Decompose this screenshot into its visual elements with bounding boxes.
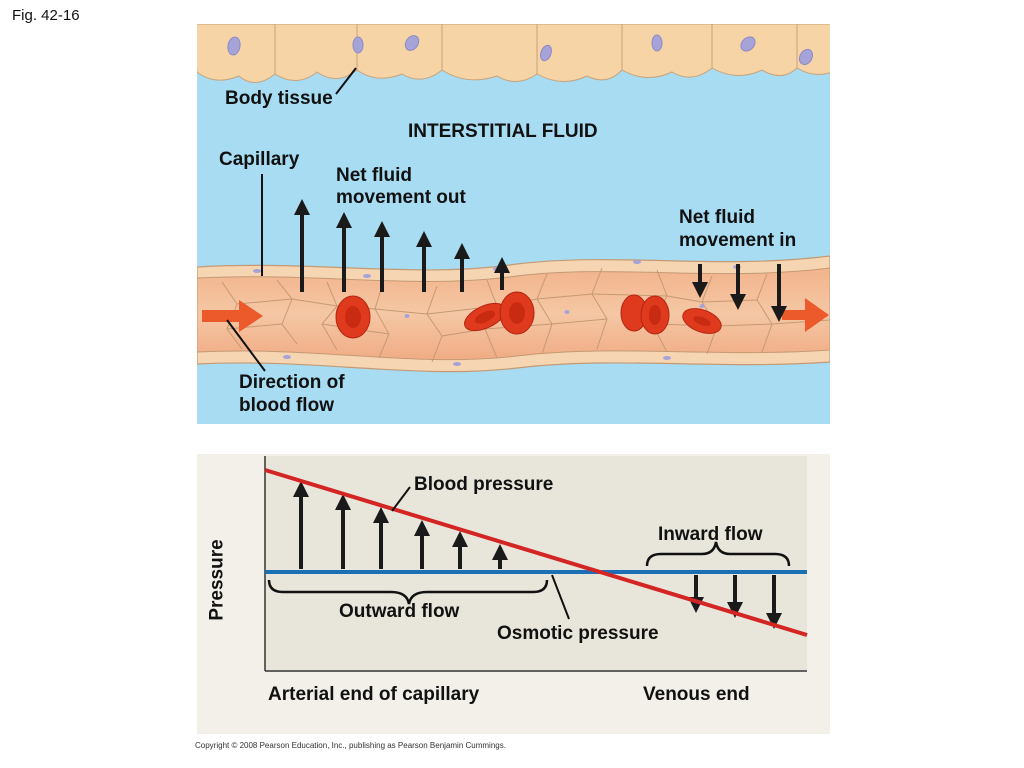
flow-direction-label-line2: blood flow [239, 395, 334, 416]
outward-flow-arrows [293, 481, 508, 569]
x-axis-right-label: Venous end [643, 684, 750, 705]
body-tissue-leader [335, 67, 357, 95]
osmotic-pressure-leader [551, 574, 570, 620]
inward-flow-label: Inward flow [658, 524, 763, 545]
outward-flow-brace [267, 579, 549, 605]
osmotic-pressure-label: Osmotic pressure [497, 623, 659, 644]
copyright-notice: Copyright © 2008 Pearson Education, Inc.… [195, 741, 506, 750]
outward-fluid-arrows [294, 199, 510, 292]
net-in-label-line2: movement in [679, 230, 797, 251]
blood-pressure-leader [391, 486, 411, 512]
body-tissue-label: Body tissue [225, 88, 333, 109]
flow-direction-leader [226, 319, 266, 372]
net-out-label-line1: Net fluid [336, 165, 412, 186]
plot-area [265, 456, 807, 671]
x-axis-left-label: Arterial end of capillary [268, 684, 480, 705]
pressure-graph: Pressure Blood pressure Inward flow Outw… [197, 454, 830, 734]
flow-direction-label-line1: Direction of [239, 372, 345, 393]
blood-pressure-label: Blood pressure [414, 474, 554, 495]
blood-flow-arrow-left [202, 300, 263, 332]
y-axis-label: Pressure [206, 539, 228, 621]
red-blood-cells [335, 291, 722, 339]
inward-fluid-arrows [692, 264, 787, 322]
capillary-label: Capillary [219, 149, 300, 170]
pressure-graph-plot [197, 454, 830, 734]
capillary-diagram: Body tissue INTERSTITIAL FLUID Capillary… [197, 24, 830, 424]
body-tissue-cells [197, 24, 830, 83]
blood-pressure-line [264, 468, 808, 637]
net-in-label-line1: Net fluid [679, 207, 755, 228]
outward-flow-label: Outward flow [339, 601, 460, 622]
interstitial-fluid-label: INTERSTITIAL FLUID [408, 121, 598, 142]
blood-flow-arrow-right [782, 298, 829, 332]
figure-label: Fig. 42-16 [12, 7, 80, 24]
net-out-label-line2: movement out [336, 187, 466, 208]
capillary-illustration [197, 24, 830, 424]
inward-flow-brace [645, 541, 791, 567]
